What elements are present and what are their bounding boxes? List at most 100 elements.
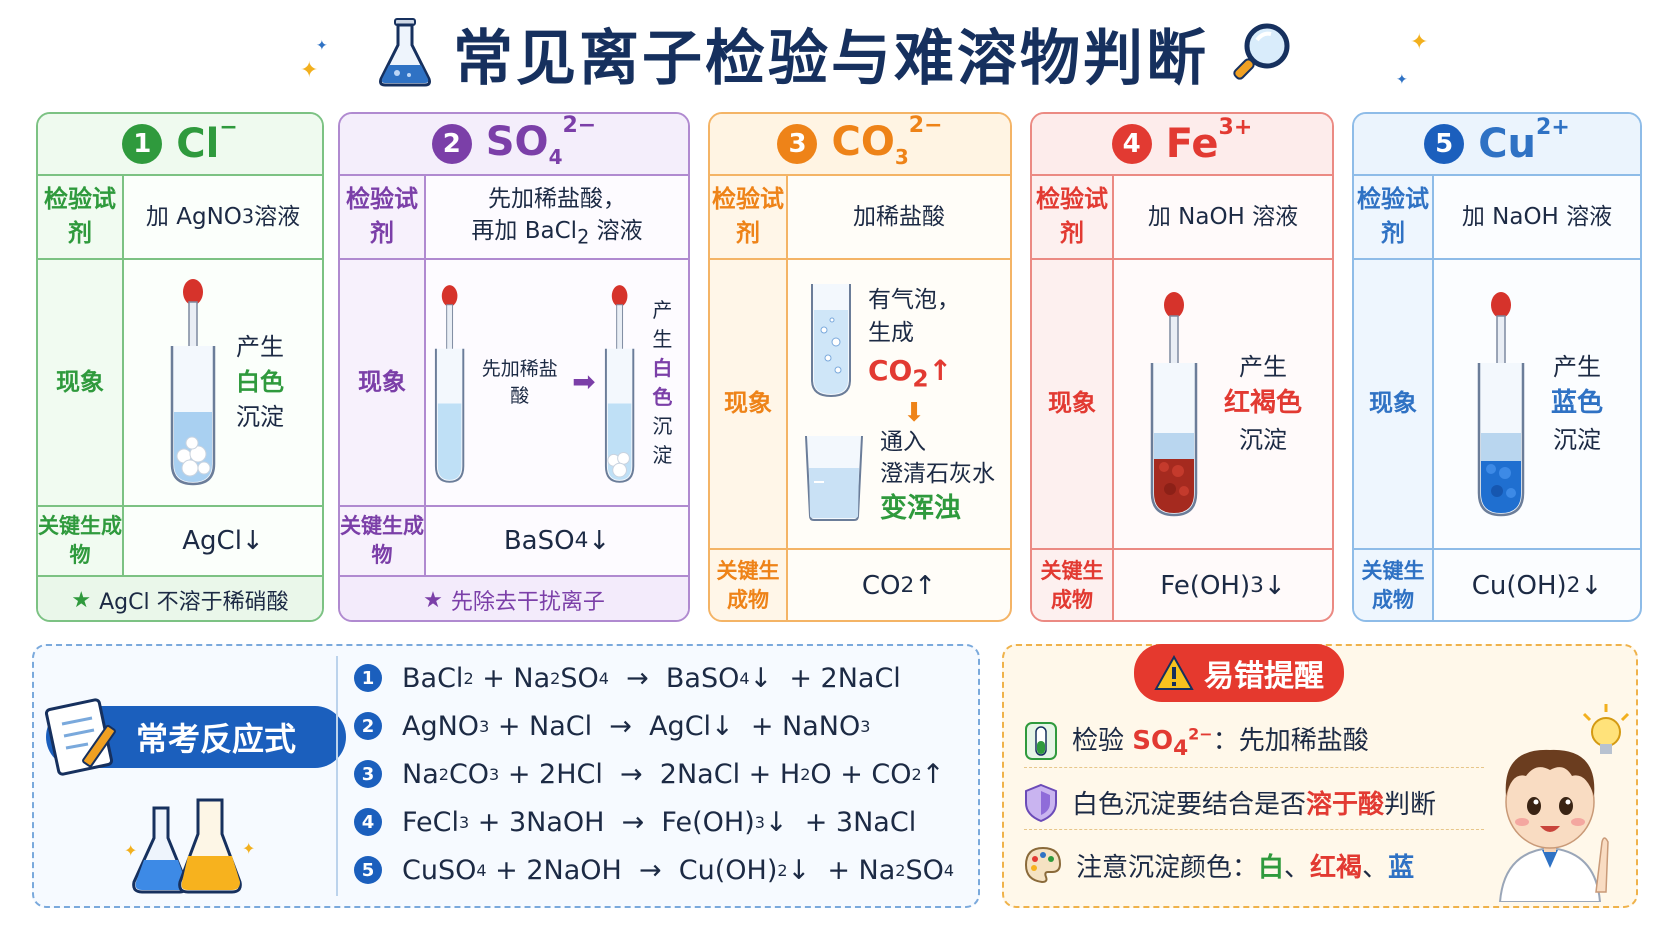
phenomenon-value: 有气泡， 生成 CO2↑ ⬇ 通入 澄清石灰水 变浑浊 [788,260,1010,548]
phenomenon-value: 产生 蓝色 沉淀 [1434,260,1640,548]
warning-item: 注意沉淀颜色：白、红褐、蓝 [1024,838,1484,892]
phenomenon-text: 产生 白色 沉淀 [652,297,673,467]
flask-icon [379,18,431,87]
warning-item: 检验 SO42−：先加稀盐酸 [1024,714,1484,768]
phenomenon-label: 现象 [1354,260,1434,548]
product-label: 关键生成物 [38,507,124,575]
reagent-label: 检验试剂 [710,176,788,258]
page-title: 常见离子检验与难溶物判断 [453,23,1209,94]
card-number: 1 [122,124,163,164]
card-header: 5 Cu2+ [1354,114,1640,176]
card-header: 2 SO42− [340,114,688,176]
card-number: 5 [1424,124,1465,164]
product-label: 关键生成物 [340,507,426,575]
flasks-icon: ✦✦ [124,798,254,894]
ion-formula: Fe3+ [1165,115,1253,167]
limewater-text: 通入 澄清石灰水 变浑浊 [880,428,995,525]
product-value: AgCl↓ [182,525,264,556]
magnifier-icon [1233,23,1290,80]
test-tube-dropper-icon [434,284,465,483]
phenomenon-value: 产生 白色 沉淀 [124,260,322,505]
svg-text:✦: ✦ [124,841,137,860]
card-number: 2 [431,124,472,164]
divider [336,656,338,896]
test-tube-dropper-icon [1477,292,1525,517]
card-note: ★先除去干扰离子 [340,577,688,620]
card-carbonate: 3 CO32− 检验试剂 加稀盐酸 现象 有气泡， 生成 CO2↑ [708,112,1012,622]
warning-icon [1154,655,1194,690]
shield-icon [1025,783,1057,822]
card-number: 3 [777,124,818,164]
ion-formula: Cl− [176,115,238,167]
test-tube-dropper-icon [604,284,634,483]
reagent-value: 加 NaOH 溶液 [1147,203,1299,230]
product-value: Cu(OH)2↓ [1471,570,1603,601]
card-sulfate: 2 SO42− 检验试剂 先加稀盐酸，再加 BaCl2 溶液 现象 先加稀盐酸 … [338,112,690,622]
ion-formula: Cu2+ [1478,115,1570,167]
card-header: 1 Cl− [38,114,322,176]
sparkle-icon: ✦ [300,58,319,83]
phenomenon-label: 现象 [710,260,788,548]
step-text: 先加稀盐酸 [481,357,558,407]
beaker-icon [805,435,863,521]
product-label: 关键生成物 [710,550,788,620]
reagent-value: 先加稀盐酸，再加 BaCl2 溶液 [471,185,643,249]
phenomenon-label: 现象 [38,260,124,505]
phenomenon-text: 产生 红褐色 沉淀 [1223,353,1302,454]
ion-formula: CO32− [831,113,943,169]
phenomenon-label: 现象 [340,260,426,505]
palette-icon [1024,846,1062,884]
card-copper: 5 Cu2+ 检验试剂 加 NaOH 溶液 现象 产生 蓝色 沉淀 关键生 [1352,112,1642,622]
star-icon: ★ [71,587,92,613]
product-label: 关键生成物 [1354,550,1434,620]
warning-item: 白色沉淀要结合是否溶于酸判断 [1024,776,1484,830]
gas-text: 有气泡， 生成 CO2↑ [868,286,960,393]
title-bar: 常见离子检验与难溶物判断 [0,14,1672,94]
sparkle-icon: ✦ [1396,72,1408,88]
phenomenon-value: 先加稀盐酸 ➡ 产生 白色 沉淀 [426,260,688,505]
phenomenon-label: 现象 [1032,260,1114,548]
test-tube-dropper-icon [1150,292,1198,517]
product-label: 关键生成物 [1032,550,1114,620]
test-tube-bubbles-icon [811,283,851,397]
phenomenon-text: 产生 蓝色 沉淀 [1550,353,1603,454]
warnings-badge: 易错提醒 [1134,644,1344,702]
reagent-label: 检验试剂 [1354,176,1434,258]
phenomenon-value: 产生 红褐色 沉淀 [1114,260,1332,548]
card-header: 3 CO32− [710,114,1010,176]
warnings-panel: 易错提醒 检验 SO42−：先加稀盐酸 白色沉淀要结合是否溶于酸判断 注意沉淀颜… [1002,644,1638,908]
test-tube-icon [1025,721,1057,760]
reagent-value: 加稀盐酸 [853,203,945,230]
product-value: Fe(OH)3↓ [1160,570,1286,601]
arrow-right-icon: ➡ [572,365,596,399]
card-number: 4 [1111,124,1152,164]
reagent-label: 检验试剂 [1032,176,1114,258]
card-header: 4 Fe3+ [1032,114,1332,176]
phenomenon-text: 产生 白色 沉淀 [236,333,284,431]
card-note: ★AgCl 不溶于稀硝酸 [38,577,322,620]
reagent-label: 检验试剂 [340,176,426,258]
reagent-value: 加 NaOH 溶液 [1461,203,1613,230]
student-mascot-icon [1498,704,1630,902]
ion-formula: SO42− [485,113,597,169]
arrow-down-icon: ⬇ [903,397,925,428]
svg-text:✦: ✦ [242,839,254,858]
test-tube-dropper-icon [170,278,216,485]
reagent-label: 检验试剂 [38,176,124,258]
sparkle-icon: ✦ [316,38,328,54]
sparkle-icon: ✦ [1410,30,1429,55]
card-iron: 4 Fe3+ 检验试剂 加 NaOH 溶液 现象 产生 红褐色 沉淀 关键 [1030,112,1334,622]
notepad-icon [44,698,116,776]
star-icon: ★ [423,587,443,613]
